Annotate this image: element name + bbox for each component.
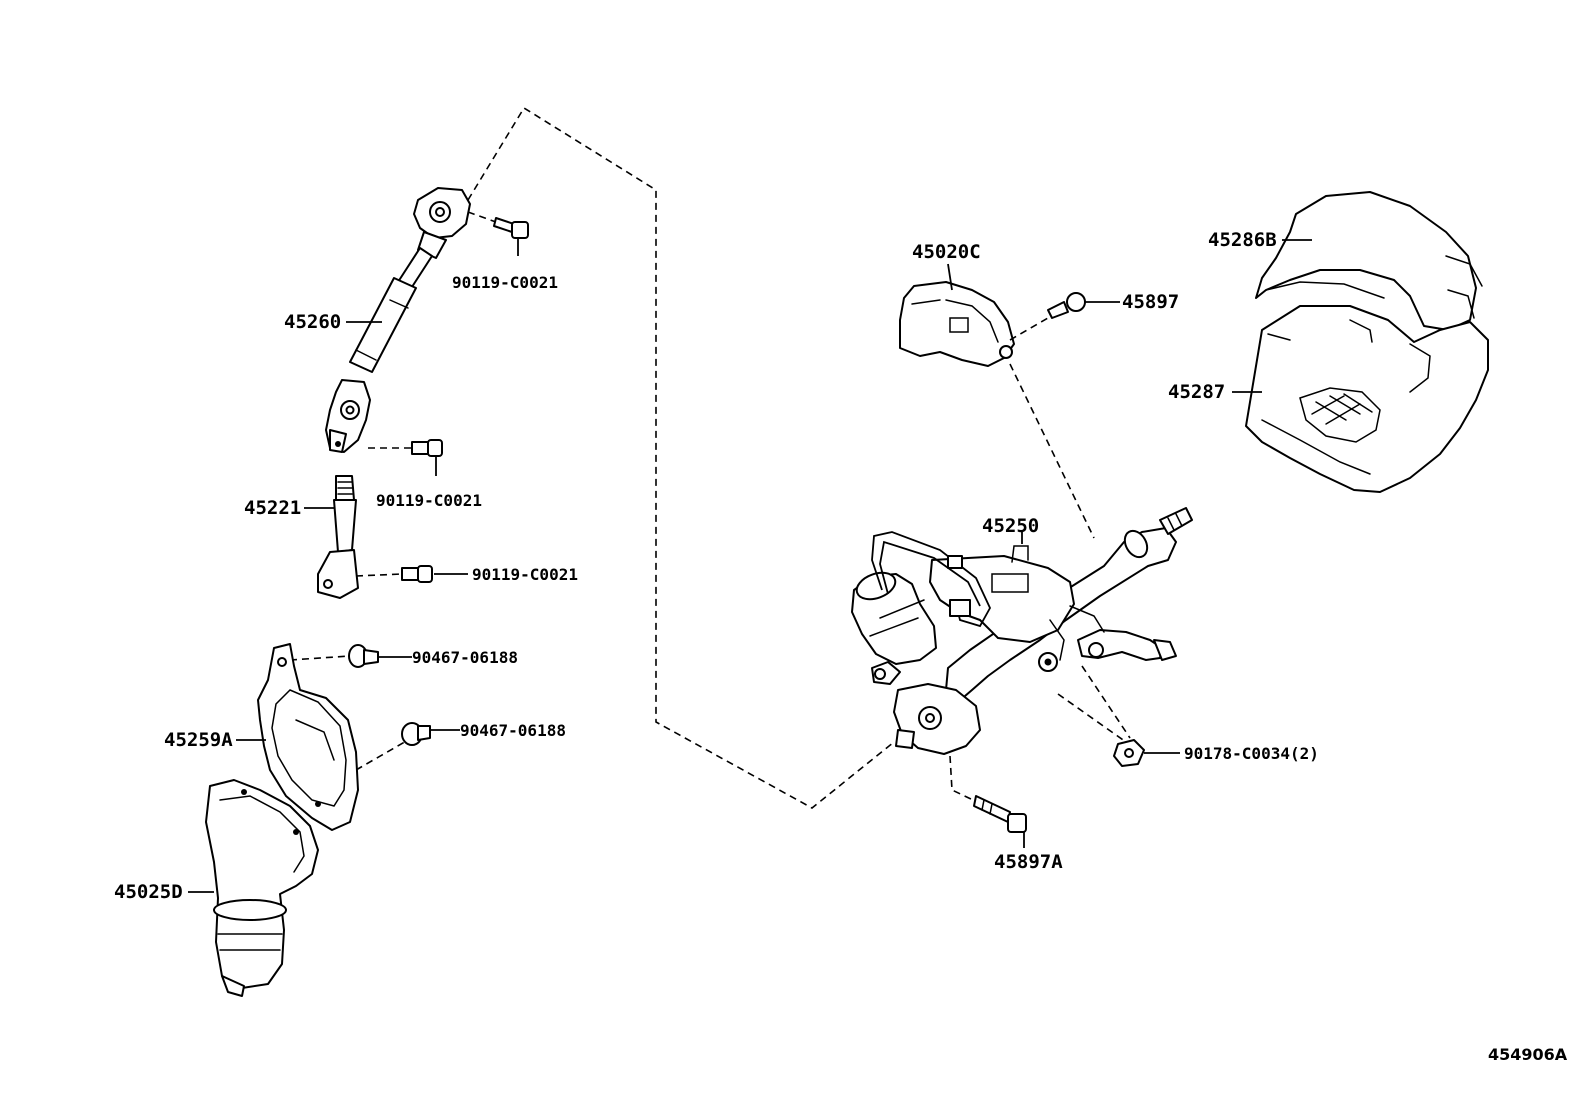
label-45287: 45287 bbox=[1168, 381, 1225, 403]
lock-alignment-line bbox=[1009, 363, 1095, 539]
label-90178-c0034: 90178-C0034(2) bbox=[1184, 744, 1319, 763]
column-cover-lower-45287[interactable] bbox=[1245, 305, 1489, 493]
label-45260: 45260 bbox=[284, 311, 341, 333]
label-90119-c0021-middle: 90119-C0021 bbox=[376, 491, 482, 510]
label-90119-c0021-lower: 90119-C0021 bbox=[472, 565, 578, 584]
bolt-45897a[interactable] bbox=[949, 755, 1027, 848]
label-45020c: 45020C bbox=[912, 241, 981, 263]
hole-cover-45259a[interactable] bbox=[257, 643, 359, 831]
alignment-dashed-line bbox=[467, 106, 895, 809]
figure-id: 454906A bbox=[1488, 1045, 1568, 1064]
bolt-90119-c0021-middle[interactable] bbox=[368, 439, 443, 476]
label-45250: 45250 bbox=[982, 515, 1039, 537]
bolt-90119-c0021-lower[interactable] bbox=[355, 565, 468, 583]
label-45221: 45221 bbox=[244, 497, 301, 519]
clip-90467-06188-lower[interactable] bbox=[355, 722, 460, 771]
screw-45897[interactable] bbox=[1009, 292, 1120, 341]
label-45897a: 45897A bbox=[994, 851, 1063, 873]
column-boot-45025d[interactable] bbox=[205, 779, 319, 997]
label-45286b: 45286B bbox=[1208, 229, 1277, 251]
label-90467-06188-lower: 90467-06188 bbox=[460, 721, 566, 740]
sliding-shaft-45221[interactable] bbox=[317, 475, 359, 599]
label-90119-c0021-upper: 90119-C0021 bbox=[452, 273, 558, 292]
column-cover-upper-45286b[interactable] bbox=[1255, 191, 1483, 331]
label-45259a: 45259A bbox=[164, 729, 233, 751]
leader-45020c bbox=[947, 263, 953, 291]
label-45897: 45897 bbox=[1122, 291, 1179, 313]
nut-90178-c0034[interactable] bbox=[1057, 665, 1180, 767]
label-90467-06188-upper: 90467-06188 bbox=[412, 648, 518, 667]
lock-housing-45020c[interactable] bbox=[899, 281, 1015, 367]
steering-column-assembly-45250[interactable] bbox=[851, 507, 1193, 755]
label-45025d: 45025D bbox=[114, 881, 183, 903]
bolt-90119-c0021-upper[interactable] bbox=[467, 211, 529, 256]
intermediate-shaft-45260[interactable] bbox=[325, 187, 471, 453]
clip-90467-06188-upper[interactable] bbox=[289, 644, 412, 668]
